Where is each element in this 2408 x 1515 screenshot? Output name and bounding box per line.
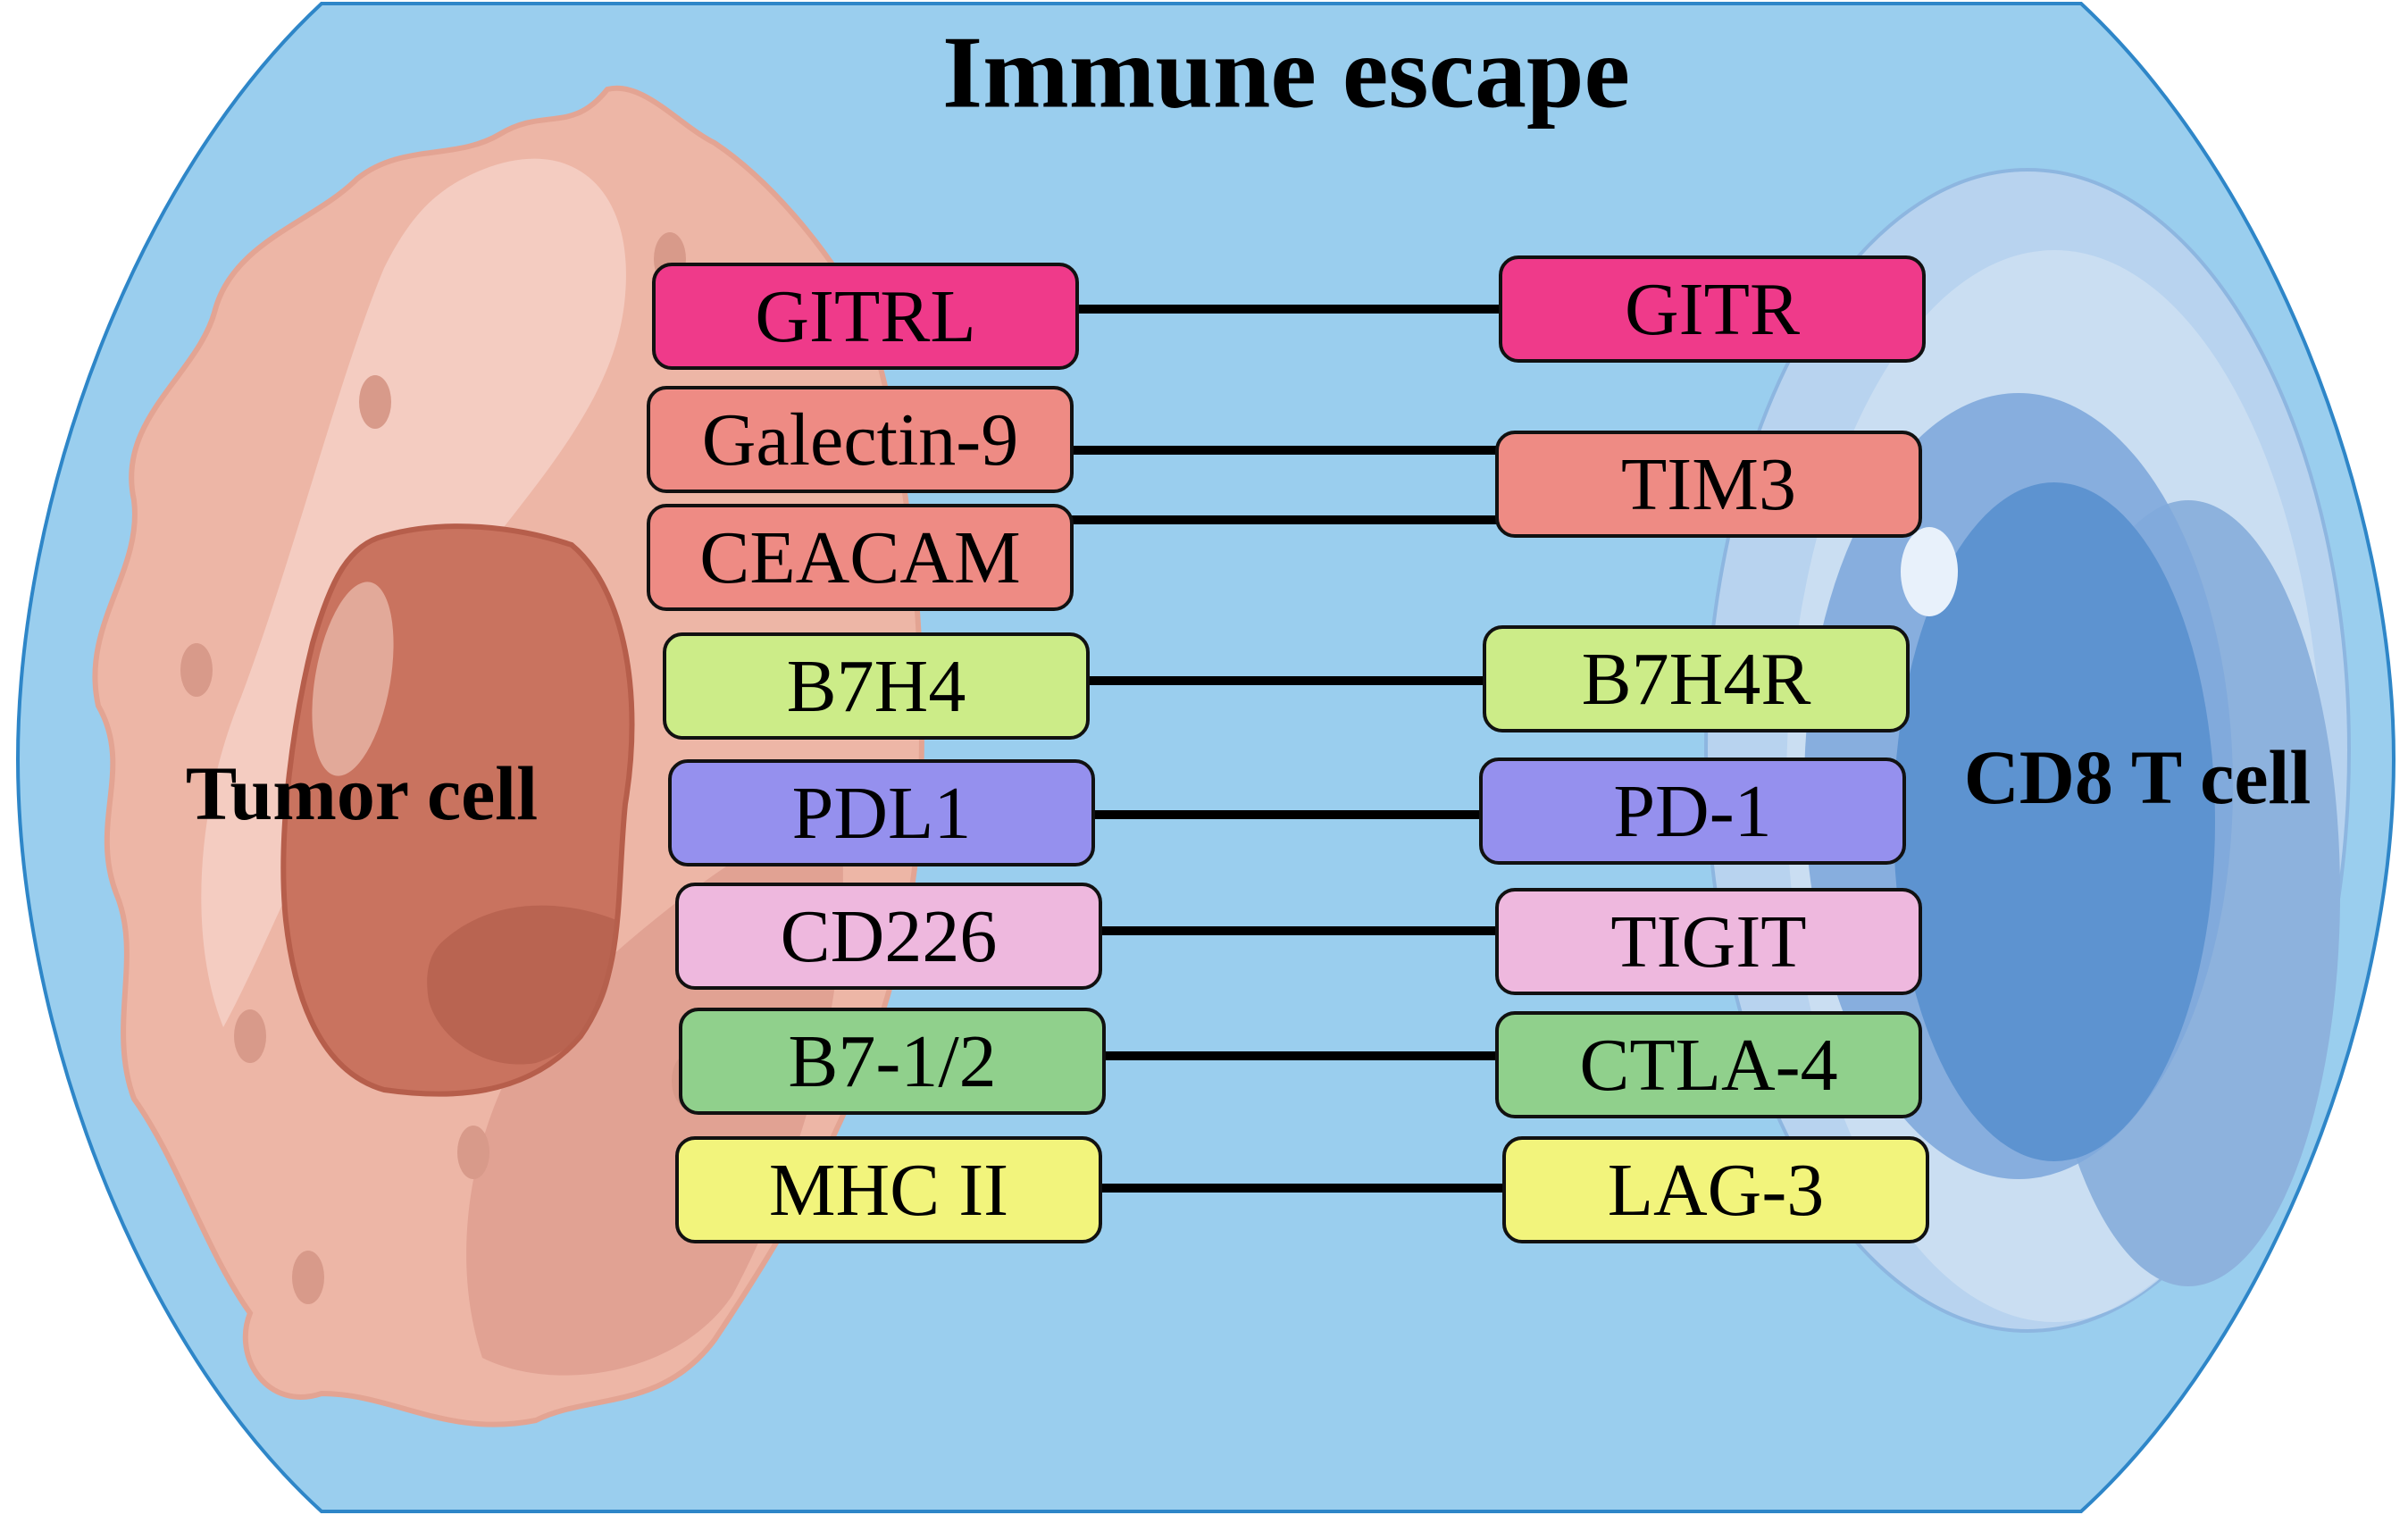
tcell-highlight (1901, 527, 1958, 616)
tcell-label: CD8 T cell (1963, 734, 2312, 820)
receptor-ctla-4-box: CTLA-4 (1495, 1011, 1922, 1118)
tumor-vesicle (180, 643, 213, 697)
ligand-b7h4-box: B7H4 (663, 632, 1090, 740)
ligand-mhc-ii-box: MHC II (675, 1136, 1102, 1243)
diagram-title: Immune escape (941, 15, 1631, 130)
ligand-cd226-box: CD226 (675, 883, 1102, 990)
connector-galectin-9-tim3 (1065, 446, 1504, 455)
receptor-b7h4r-box: B7H4R (1483, 625, 1910, 732)
receptor-tim3-box: TIM3 (1495, 431, 1922, 538)
ligand-pdl1-box: PDL1 (668, 759, 1095, 866)
ligand-galectin-9-box: Galectin-9 (647, 386, 1074, 493)
connector-mhc-ii-lag-3 (1093, 1184, 1511, 1193)
ligand-ceacam-box: CEACAM (647, 504, 1074, 611)
connector-ceacam-tim3 (1065, 515, 1504, 524)
tcell-nucleus-core (1894, 482, 2215, 1161)
connector-pdl1-pd-1 (1086, 810, 1488, 819)
tumor-nucleolus (312, 582, 394, 776)
receptor-gitr-box: GITR (1499, 255, 1926, 363)
connector-b7h4-b7h4r (1081, 676, 1492, 685)
tumor-vesicle (234, 1009, 266, 1063)
receptor-pd-1-box: PD-1 (1479, 758, 1906, 865)
connector-cd226-tigit (1093, 926, 1504, 935)
tumor-nucleus-inner (427, 905, 616, 1065)
tumor-vesicle (457, 1126, 489, 1179)
tumor-vesicle (292, 1251, 324, 1304)
tumor-cell-label: Tumor cell (185, 750, 539, 836)
connector-b7-1-2-ctla-4 (1097, 1051, 1504, 1060)
ligand-b7-1-2-box: B7-1/2 (679, 1008, 1106, 1115)
receptor-lag-3-box: LAG-3 (1502, 1136, 1929, 1243)
connector-gitrl-gitr (1070, 305, 1508, 314)
receptor-tigit-box: TIGIT (1495, 888, 1922, 995)
ligand-gitrl-box: GITRL (652, 263, 1079, 370)
tumor-vesicle (359, 375, 391, 429)
